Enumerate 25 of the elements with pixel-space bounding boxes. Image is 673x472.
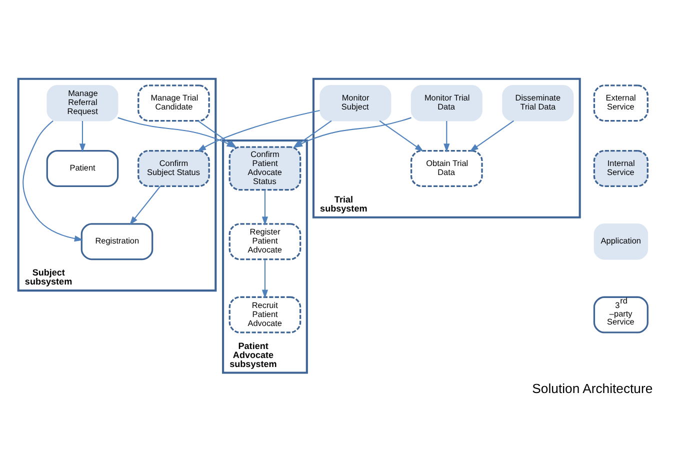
arrow [79,120,86,152]
node-box: Register Patient Advocate [228,222,302,260]
node-box: Monitor Trial Data [410,84,482,121]
legend-label: Internal Service [606,158,635,177]
node-box: Confirm Patient Advocate Status [228,146,302,190]
node-box: Manage Trial Candidate [138,84,210,122]
node-box: Confirm Subject Status [138,149,210,186]
node-box: Disseminate Trial Data [502,84,574,121]
node-box: Patient [46,149,119,186]
arrow [379,120,424,152]
arrow [262,258,268,298]
arrow [262,189,268,225]
node-box: Monitor Subject [320,84,392,121]
legend-label: External Service [606,93,636,112]
node-box: Recruit Patient Advocate [228,296,302,333]
node-box: Manage Referral Request [46,84,118,121]
node-box: Obtain Trial Data [410,149,483,186]
arrow [130,185,161,224]
arrow [197,109,320,152]
arrow [444,120,450,152]
legend-label: Application [600,236,642,246]
arrow [470,120,514,152]
node-box: Registration [80,222,154,260]
arrow [22,120,84,242]
diagram-title: Solution Architecture [532,380,653,396]
